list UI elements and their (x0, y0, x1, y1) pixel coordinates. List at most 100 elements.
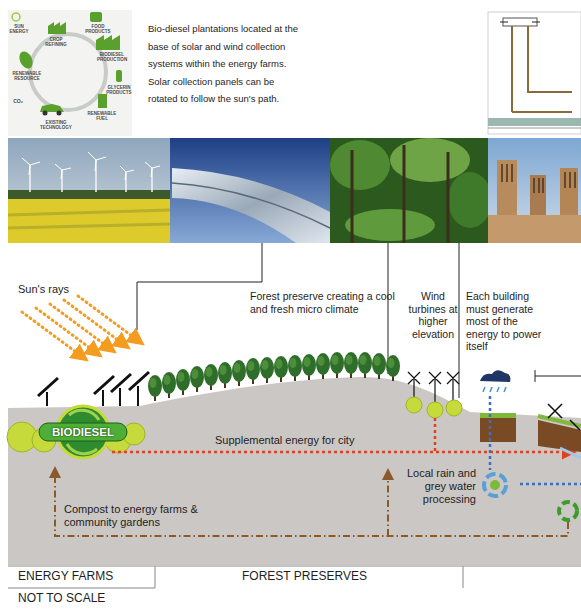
panel-pole (47, 386, 138, 406)
ground-line (488, 128, 581, 129)
turbine-mast (30, 160, 152, 192)
tree (274, 356, 288, 382)
building (480, 418, 516, 442)
sky (8, 138, 170, 243)
factory-icon (96, 35, 120, 50)
strip-bg (0, 565, 581, 612)
green-roof (480, 413, 516, 418)
section-strip (0, 565, 581, 612)
leader-line (137, 243, 262, 330)
treeline (8, 190, 170, 199)
rain-cloud (480, 370, 510, 382)
cycle-label: RENEWABLE FUEL (86, 111, 118, 121)
tree (218, 362, 232, 388)
section-label: FOREST PRESERVES (242, 569, 452, 583)
tree (316, 353, 330, 379)
tree-trunk (352, 145, 448, 243)
note-text: Bio-diesel plantations located at the ba… (148, 20, 303, 108)
tree (190, 366, 204, 392)
pump-icon (98, 94, 107, 108)
cycle-label: CROP REFINING (40, 37, 72, 47)
tree (386, 355, 400, 381)
water-line (520, 483, 581, 486)
badge-text: BIODIESEL (37, 425, 129, 439)
water-line (489, 396, 492, 470)
cycle-label: EXISTING TECHNOLOGY (34, 120, 78, 130)
bush (427, 402, 443, 418)
solar-panel (38, 372, 149, 396)
compost-flow (55, 470, 568, 536)
callout-text: Forest preserve creating a cool and fres… (250, 290, 400, 316)
strip-divider (8, 566, 581, 588)
turbine-blade (22, 152, 160, 180)
tree (232, 360, 246, 386)
leaf-icon (17, 49, 35, 70)
turbine-blade (408, 372, 459, 384)
recycle-icon (559, 502, 577, 520)
tree (372, 353, 386, 379)
tree (344, 352, 358, 378)
tower-section-inset (488, 12, 581, 134)
photo-wind-towers (488, 138, 581, 243)
foliage (330, 140, 390, 190)
callout-text: Wind turbines at higher elevation (404, 290, 462, 340)
roof-turbine (548, 404, 580, 430)
bottle-icon (116, 70, 122, 82)
cycle-label: SUN ENERGY (6, 24, 32, 34)
building-wall (488, 215, 581, 243)
leader-lines (137, 243, 581, 398)
recycle-icon (484, 474, 506, 496)
foliage (345, 209, 435, 241)
foliage (448, 172, 492, 228)
hill-turbines (406, 372, 462, 418)
bush (446, 400, 462, 416)
foliage (390, 138, 470, 182)
tree (246, 358, 260, 384)
car-wheel (57, 111, 62, 116)
bush (406, 397, 422, 413)
sky (488, 138, 581, 243)
section-label: NOT TO SCALE (18, 591, 153, 605)
tree (148, 375, 162, 401)
leader-line (535, 370, 581, 382)
tree (288, 355, 302, 381)
car-wheel (43, 111, 48, 116)
compost-line (55, 470, 568, 536)
tower-cap (503, 18, 537, 26)
cycle-label: RENEWABLE RESOURCE (8, 71, 46, 81)
air-arrow (500, 22, 540, 23)
tree (302, 354, 316, 380)
rain-drop (483, 387, 506, 392)
biodiesel-badge: BIODIESEL (37, 405, 129, 459)
food-icon (90, 12, 102, 22)
section-label: ENERGY FARMS (18, 569, 153, 583)
turbine-mast (414, 378, 453, 402)
sun-ray (78, 296, 140, 342)
tree (162, 372, 176, 398)
photo-forest (330, 138, 492, 243)
tower-slit (502, 164, 575, 193)
factory-icon (48, 22, 66, 34)
cycle-label: GLYCERIN PRODUCTS (106, 85, 132, 95)
ground-strip (488, 118, 581, 126)
flow-label: Local rain and grey water processing (394, 467, 476, 506)
flow-label: Supplemental energy for city (215, 434, 425, 447)
recycle-arrow (67, 444, 97, 454)
tree (358, 352, 372, 378)
sun-rays (22, 296, 140, 358)
city-buildings (480, 370, 581, 520)
cycle-label: CO₂ (10, 98, 26, 104)
recycle-arrow (69, 410, 99, 420)
cycle-ring (30, 34, 106, 110)
tree (330, 352, 344, 378)
ground-section (8, 377, 581, 565)
photo-solar-trough (170, 138, 330, 243)
forest-trees (148, 352, 400, 401)
compost-line (387, 472, 389, 536)
leader-line (459, 243, 460, 398)
car-icon (40, 104, 64, 112)
tree (176, 369, 190, 395)
cycle-label: FOOD PRODUCTS (82, 24, 114, 34)
callout-text: Sun's rays (18, 283, 98, 296)
